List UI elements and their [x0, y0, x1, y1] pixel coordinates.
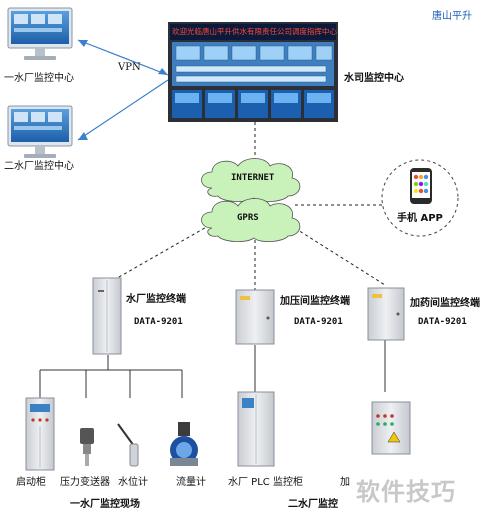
level-meter	[117, 423, 139, 467]
vpn-arrowheads	[78, 40, 168, 140]
site-2-label: 二水厂监控	[288, 499, 338, 510]
terminal-2-title: 加压间监控终端	[280, 296, 350, 307]
link-gprs-plant	[104, 224, 211, 286]
gprs-cloud	[201, 198, 301, 242]
device-4-label: 流量计	[176, 477, 206, 488]
watermark-text: 软件技巧	[356, 478, 456, 506]
internet-label: INTERNET	[231, 173, 275, 183]
vpn-label: VPN	[118, 62, 141, 73]
brand-label: 唐山平升	[432, 11, 472, 22]
terminal-2-model: DATA-9201	[294, 317, 343, 327]
internet-cloud	[201, 158, 301, 202]
monitor-2-icon	[7, 105, 73, 158]
gprs-label: GPRS	[237, 213, 259, 223]
vpn-links	[77, 39, 169, 141]
monitor-1-label: 一水厂监控中心	[4, 73, 74, 84]
monitor-2-label: 二水厂监控中心	[4, 161, 74, 172]
dosing-terminal-box	[367, 287, 405, 341]
terminal-3-title: 加药间监控终端	[410, 298, 480, 309]
terminal-1-model: DATA-9201	[134, 317, 183, 327]
flow-meter	[170, 422, 198, 466]
screen-banner: 欢迎光临唐山平升供水有限责任公司调度指挥中心	[172, 27, 337, 36]
starter-cabinet	[25, 397, 55, 471]
plant-terminal-cabinet	[92, 277, 122, 355]
mobile-app-group	[381, 159, 459, 237]
pressure-transmitter	[80, 428, 94, 466]
monitor-1-icon	[7, 7, 73, 60]
dashed-links	[104, 122, 390, 292]
device-links	[39, 340, 386, 398]
device-2-label: 压力变送器	[60, 477, 110, 488]
site-1-label: 一水厂监控现场	[70, 499, 140, 510]
control-center-wall	[168, 22, 338, 122]
device-1-label: 启动柜	[16, 477, 46, 488]
terminal-1-title: 水厂监控终端	[126, 294, 186, 305]
vpn-link-2	[77, 79, 169, 141]
vpn-link-1	[77, 39, 169, 76]
terminal-3-model: DATA-9201	[418, 317, 467, 327]
device-3-label: 水位计	[118, 477, 148, 488]
link-gprs-dosing	[289, 224, 386, 286]
device-5-label: 水厂 PLC 监控柜	[228, 477, 303, 488]
pressure-terminal-box	[235, 289, 275, 345]
device-6-label: 加	[340, 477, 350, 488]
mobile-app-label: 手机 APP	[397, 213, 443, 224]
plc-cabinet	[237, 391, 275, 467]
water-dept-label: 水司监控中心	[344, 73, 404, 84]
dosing-cabinet	[371, 401, 411, 455]
